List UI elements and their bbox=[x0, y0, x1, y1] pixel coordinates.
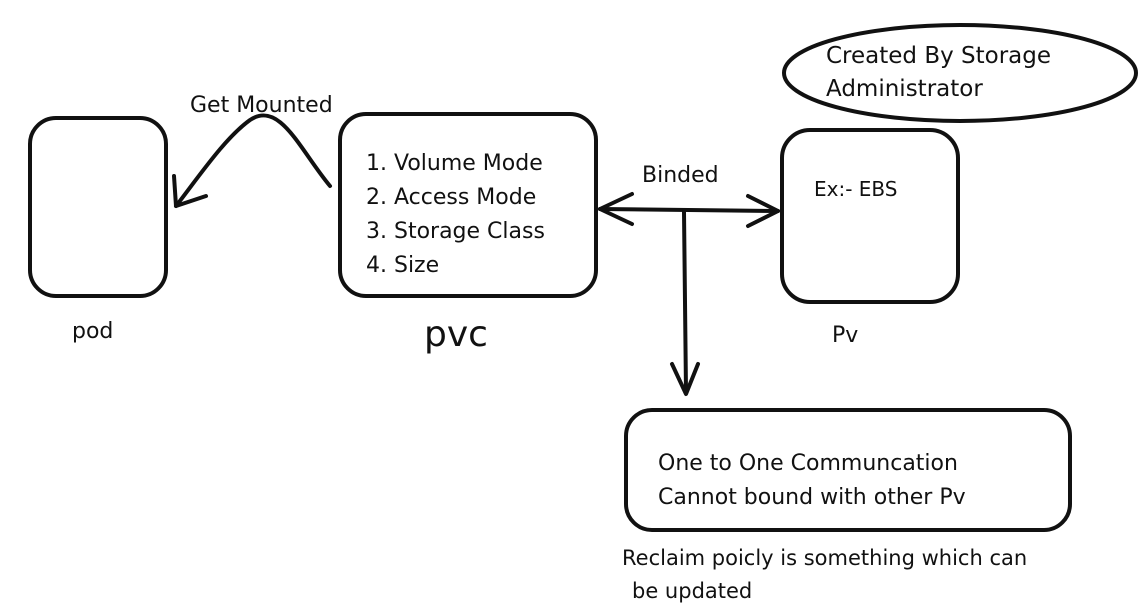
pv-content: Ex:- EBS bbox=[814, 177, 898, 201]
bind-arrowhead-right bbox=[746, 194, 780, 228]
reclaim-note-line-1: Reclaim poicly is something which can bbox=[622, 546, 1027, 570]
bind-arrowhead-left bbox=[598, 192, 634, 226]
pvc-item-2: 2. Access Mode bbox=[366, 185, 536, 210]
pvc-item-1: 1. Volume Mode bbox=[366, 151, 543, 176]
pod-label: pod bbox=[72, 319, 113, 344]
mount-label: Get Mounted bbox=[190, 93, 333, 118]
pv-box bbox=[780, 128, 960, 304]
mount-arrowhead bbox=[172, 174, 208, 208]
admin-ellipse bbox=[782, 23, 1138, 123]
bind-arrow-line bbox=[598, 207, 780, 213]
binding-note-line-1: One to One Communcation bbox=[658, 451, 958, 476]
down-arrowhead bbox=[670, 362, 700, 396]
pvc-label: pvc bbox=[424, 314, 488, 355]
reclaim-note-line-2: be updated bbox=[632, 579, 752, 603]
admin-note-line-1: Created By Storage bbox=[826, 43, 1051, 69]
mount-arrow bbox=[174, 113, 332, 208]
pod-box bbox=[28, 116, 168, 298]
pv-label: Pv bbox=[832, 323, 858, 348]
pvc-box bbox=[338, 112, 598, 298]
pvc-item-3: 3. Storage Class bbox=[366, 219, 545, 244]
admin-note-line-2: Administrator bbox=[826, 76, 983, 102]
down-arrow-line bbox=[682, 210, 688, 394]
pvc-item-4: 4. Size bbox=[366, 253, 439, 278]
bind-label: Binded bbox=[642, 163, 719, 188]
binding-note-box bbox=[624, 408, 1072, 532]
binding-note-line-2: Cannot bound with other Pv bbox=[658, 485, 966, 510]
